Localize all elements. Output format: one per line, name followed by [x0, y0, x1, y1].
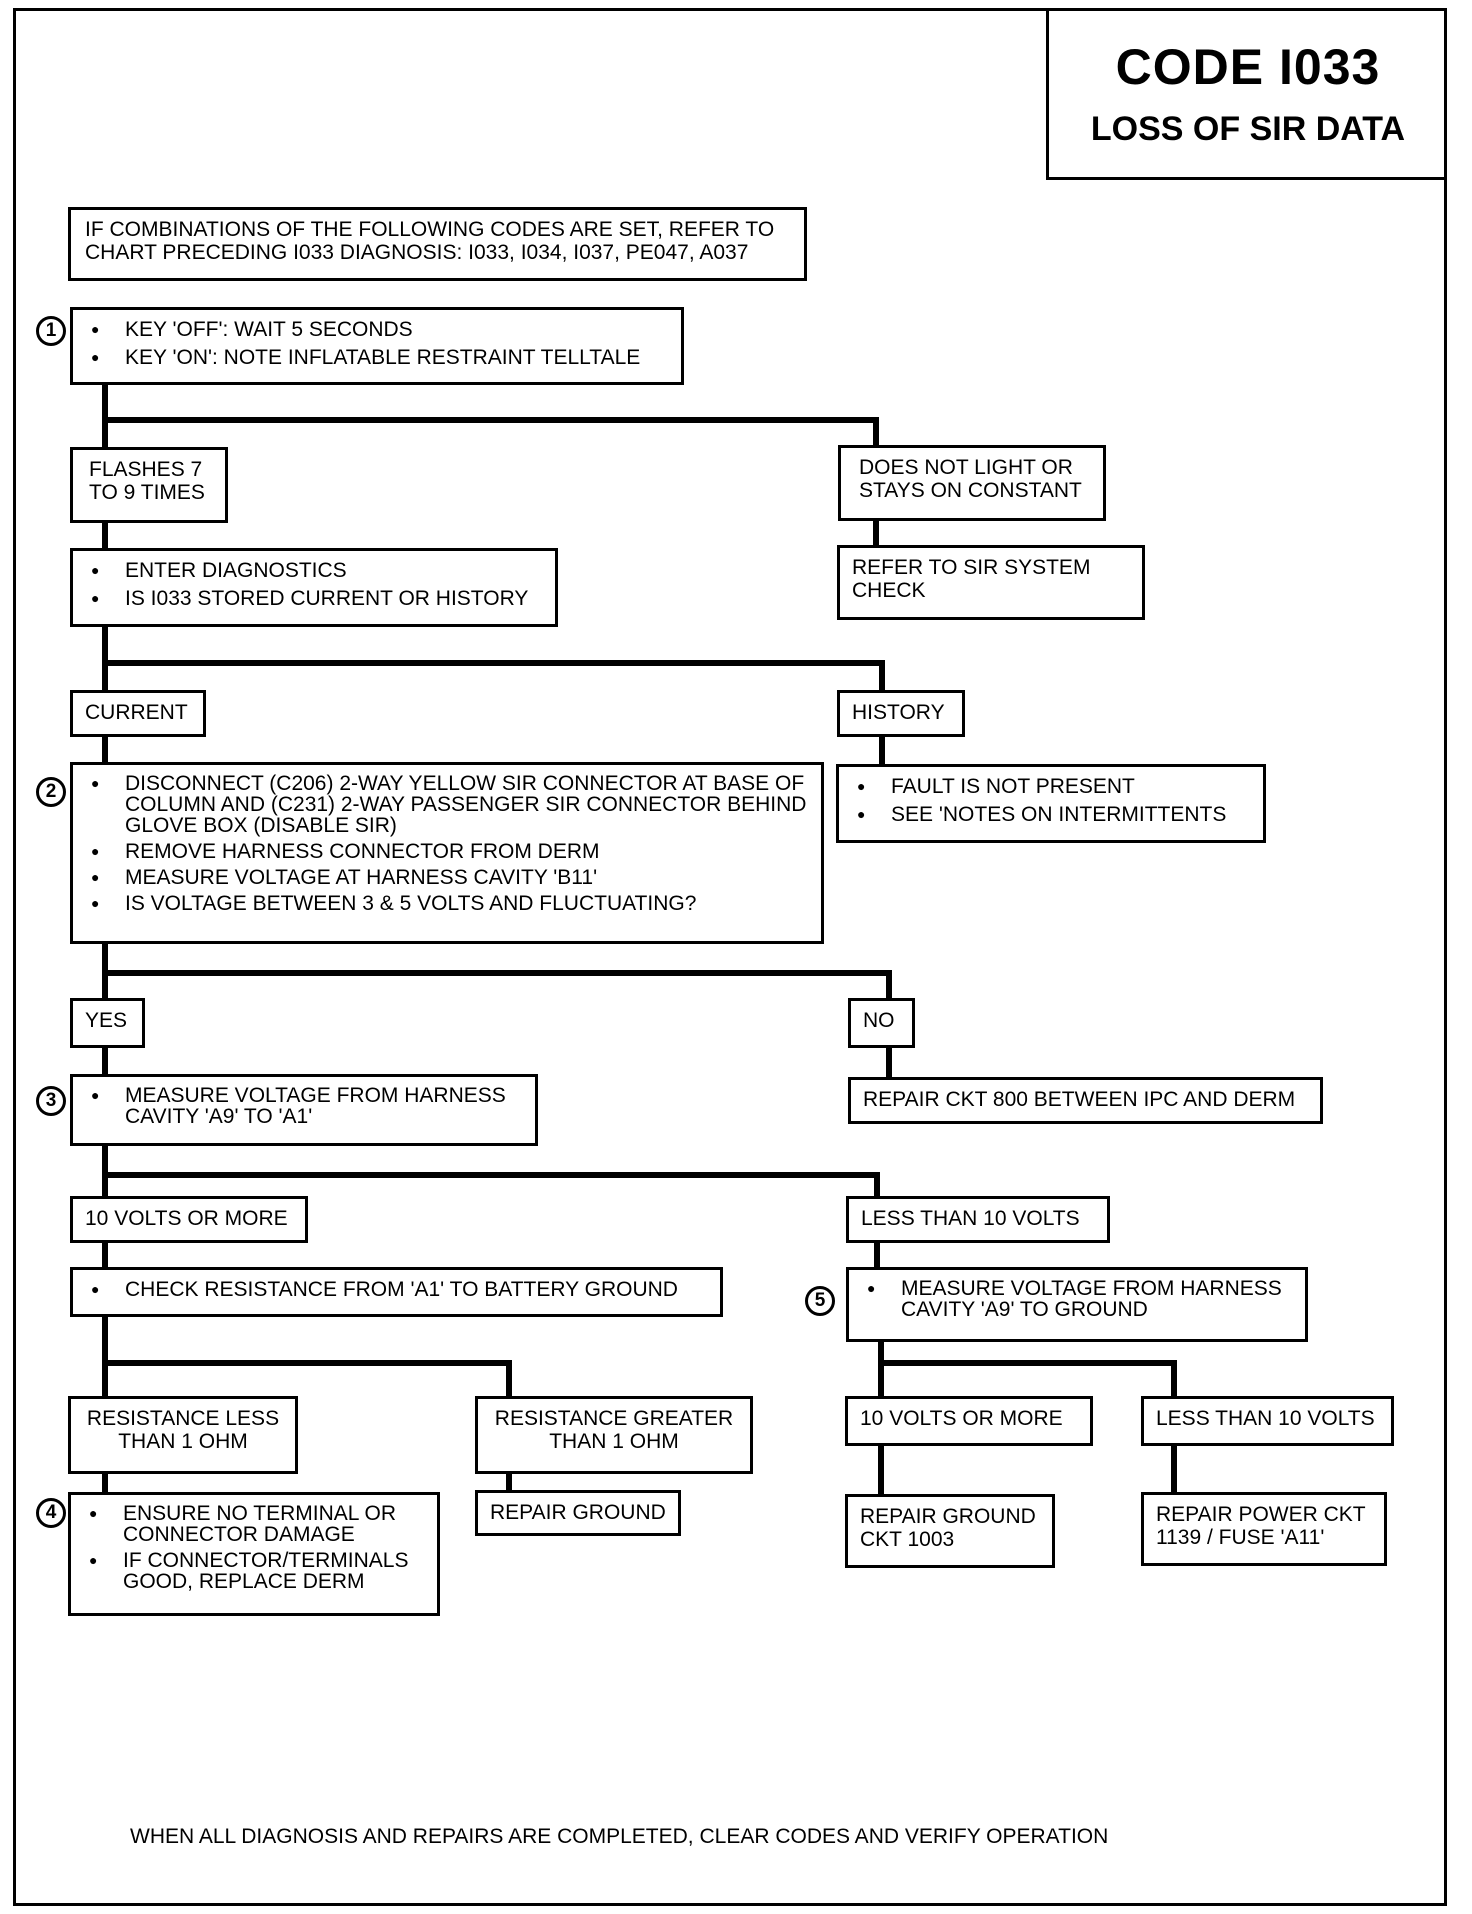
connector-line [878, 1340, 884, 1396]
footer-note: WHEN ALL DIAGNOSIS AND REPAIRS ARE COMPL… [130, 1825, 1109, 1848]
list-item: IS I033 STORED CURRENT OR HISTORY [85, 587, 543, 610]
step-number-5: 5 [805, 1286, 835, 1316]
connector-line [102, 417, 879, 423]
step-number-3: 3 [36, 1086, 66, 1116]
list-item: MEASURE VOLTAGE FROM HARNESS CAVITY 'A9'… [861, 1278, 1293, 1320]
connector-line [102, 1315, 108, 1397]
title-block: CODE I033 LOSS OF SIR DATA [1046, 8, 1447, 180]
enter-diagnostics-box: ENTER DIAGNOSTICS IS I033 STORED CURRENT… [70, 548, 558, 627]
no-label: NO [863, 1009, 895, 1032]
list-item: ENTER DIAGNOSTICS [85, 559, 543, 582]
resistance-less-box: RESISTANCE LESS THAN 1 OHM [68, 1396, 298, 1474]
connector-line [878, 1444, 884, 1496]
step-number-2: 2 [36, 777, 66, 807]
connector-line [102, 970, 892, 976]
current-label: CURRENT [85, 701, 188, 724]
connector-line [102, 1360, 512, 1366]
repair-power-box: REPAIR POWER CKT 1139 / FUSE 'A11' [1141, 1492, 1387, 1566]
list-item: MEASURE VOLTAGE AT HARNESS CAVITY 'B11' [85, 867, 809, 888]
less-than-10-label-1: LESS THAN 10 VOLTS [861, 1207, 1080, 1230]
history-result-box: FAULT IS NOT PRESENT SEE 'NOTES ON INTER… [836, 764, 1266, 843]
connector-line [879, 735, 885, 765]
repair-ground-1003-box: REPAIR GROUND CKT 1003 [845, 1494, 1055, 1568]
less-than-10-label-2: LESS THAN 10 VOLTS [1156, 1407, 1375, 1430]
list-item: DISCONNECT (C206) 2-WAY YELLOW SIR CONNE… [85, 773, 809, 836]
repair-800-box: REPAIR CKT 800 BETWEEN IPC AND DERM [848, 1077, 1323, 1124]
no-light-label: DOES NOT LIGHT OR STAYS ON CONSTANT [859, 456, 1082, 502]
list-item: CHECK RESISTANCE FROM 'A1' TO BATTERY GR… [85, 1278, 708, 1301]
repair-ground-label: REPAIR GROUND [490, 1501, 666, 1524]
no-light-box: DOES NOT LIGHT OR STAYS ON CONSTANT [838, 445, 1106, 521]
step-3-box: MEASURE VOLTAGE FROM HARNESS CAVITY 'A9'… [70, 1074, 538, 1146]
flashes-box: FLASHES 7 TO 9 TIMES [70, 447, 228, 523]
connector-line [874, 1172, 880, 1204]
sir-check-label: REFER TO SIR SYSTEM CHECK [852, 556, 1091, 602]
connector-line [878, 1360, 1177, 1366]
connector-line [1171, 1444, 1177, 1494]
step-1-box: KEY 'OFF': WAIT 5 SECONDS KEY 'ON': NOTE… [70, 307, 684, 385]
list-item: ENSURE NO TERMINAL OR CONNECTOR DAMAGE [83, 1503, 425, 1545]
connector-line [886, 1045, 892, 1077]
flashes-label: FLASHES 7 TO 9 TIMES [89, 458, 205, 504]
repair-800-label: REPAIR CKT 800 BETWEEN IPC AND DERM [863, 1088, 1296, 1111]
ten-volts-or-more-label-2: 10 VOLTS OR MORE [860, 1407, 1063, 1430]
connector-line [886, 970, 892, 1002]
step-number-1: 1 [36, 316, 66, 346]
sir-check-box: REFER TO SIR SYSTEM CHECK [837, 545, 1145, 620]
connector-line [506, 1472, 512, 1494]
note-box: IF COMBINATIONS OF THE FOLLOWING CODES A… [68, 207, 807, 281]
ten-volts-or-more-box-1: 10 VOLTS OR MORE [70, 1196, 308, 1243]
resistance-greater-box: RESISTANCE GREATER THAN 1 OHM [475, 1396, 753, 1474]
list-item: IF CONNECTOR/TERMINALS GOOD, REPLACE DER… [83, 1550, 425, 1592]
step-5-box: MEASURE VOLTAGE FROM HARNESS CAVITY 'A9'… [846, 1267, 1308, 1342]
list-item: IS VOLTAGE BETWEEN 3 & 5 VOLTS AND FLUCT… [85, 893, 809, 914]
history-box-label: HISTORY [837, 690, 965, 737]
list-item: MEASURE VOLTAGE FROM HARNESS CAVITY 'A9'… [85, 1085, 523, 1127]
connector-line [506, 1360, 512, 1396]
list-item: REMOVE HARNESS CONNECTOR FROM DERM [85, 841, 809, 862]
page-subtitle: LOSS OF SIR DATA [1090, 110, 1406, 148]
ten-volts-or-more-box-2: 10 VOLTS OR MORE [845, 1396, 1093, 1446]
history-label: HISTORY [852, 701, 945, 724]
less-than-10-box-1: LESS THAN 10 VOLTS [846, 1196, 1110, 1243]
yes-box: YES [70, 998, 145, 1048]
resistance-greater-label: RESISTANCE GREATER THAN 1 OHM [494, 1407, 734, 1453]
repair-ground-1003-label: REPAIR GROUND CKT 1003 [860, 1505, 1036, 1551]
step-number-4: 4 [36, 1498, 66, 1528]
note-text: IF COMBINATIONS OF THE FOLLOWING CODES A… [85, 218, 775, 264]
page-frame [13, 8, 1447, 1906]
step-2-box: DISCONNECT (C206) 2-WAY YELLOW SIR CONNE… [70, 762, 824, 944]
connector-line [102, 1472, 108, 1494]
less-than-10-box-2: LESS THAN 10 VOLTS [1141, 1396, 1394, 1446]
connector-line [873, 417, 879, 447]
list-item: KEY 'ON': NOTE INFLATABLE RESTRAINT TELL… [85, 346, 669, 369]
connector-line [873, 515, 879, 547]
step-4-box: ENSURE NO TERMINAL OR CONNECTOR DAMAGE I… [68, 1492, 440, 1616]
resistance-less-label: RESISTANCE LESS THAN 1 OHM [86, 1407, 280, 1453]
repair-power-label: REPAIR POWER CKT 1139 / FUSE 'A11' [1156, 1503, 1366, 1549]
list-item: KEY 'OFF': WAIT 5 SECONDS [85, 318, 669, 341]
check-resistance-box: CHECK RESISTANCE FROM 'A1' TO BATTERY GR… [70, 1267, 723, 1317]
no-box: NO [848, 998, 915, 1048]
connector-line [879, 660, 885, 692]
current-box: CURRENT [70, 690, 206, 737]
page-title: CODE I033 [1115, 39, 1381, 95]
yes-label: YES [85, 1009, 128, 1032]
connector-line [102, 660, 885, 666]
ten-volts-or-more-label-1: 10 VOLTS OR MORE [85, 1207, 288, 1230]
list-item: SEE 'NOTES ON INTERMITTENTS [851, 803, 1251, 826]
repair-ground-box: REPAIR GROUND [475, 1490, 681, 1536]
list-item: FAULT IS NOT PRESENT [851, 775, 1251, 798]
connector-line [874, 1235, 880, 1270]
connector-line [1171, 1360, 1177, 1396]
connector-line [102, 1172, 880, 1178]
